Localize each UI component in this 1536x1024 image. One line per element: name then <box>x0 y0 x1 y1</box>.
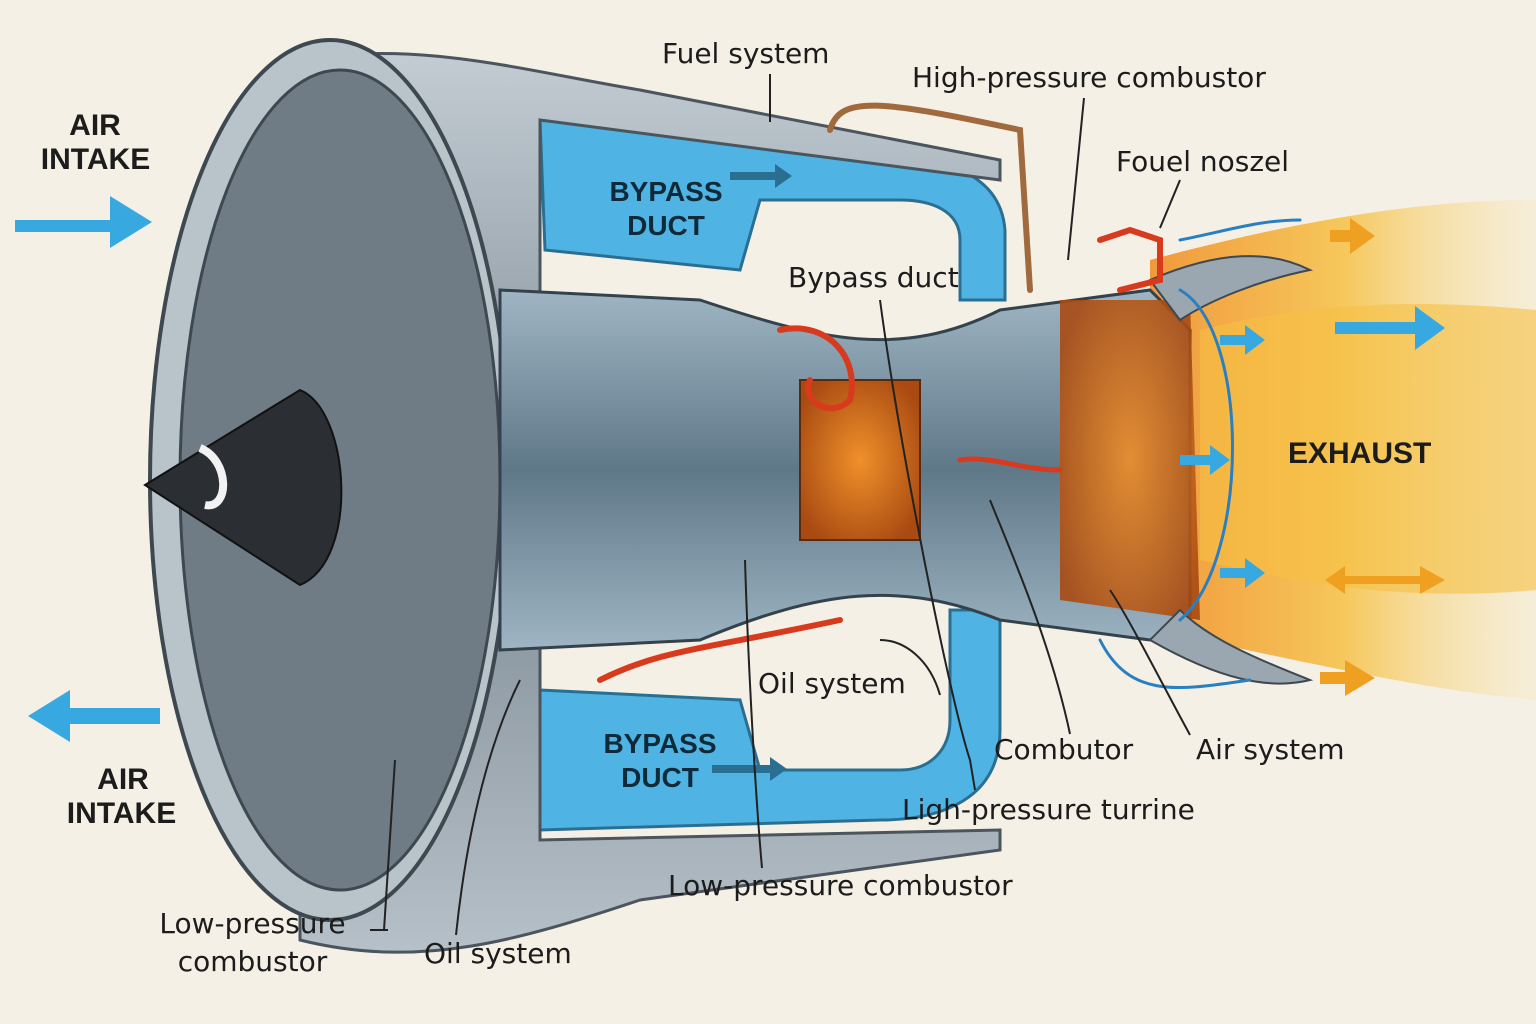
bypass-duct-top-label-1: BYPASS <box>609 176 723 207</box>
bypass-duct-top-label-2: DUCT <box>627 210 705 241</box>
fouel-noszel-label: Fouel noszel <box>1116 145 1290 178</box>
fuel-pipes <box>597 102 1302 690</box>
low-pressure-combustor-center-label: Low-pressure combustor <box>668 869 1013 902</box>
nozzle-lip-bottom <box>1148 608 1314 685</box>
air-intake-bottom-label-1: AIR <box>97 763 149 796</box>
oil-system-center-label: Oil system <box>758 667 906 700</box>
spinner-ring <box>198 444 228 510</box>
bypass-duct-bottom-label-1: BYPASS <box>603 728 717 759</box>
exhaust-arrows-blue <box>1180 306 1445 588</box>
spinner-cone <box>143 388 343 587</box>
outflow-arrow-left <box>28 690 160 742</box>
bypass-arrow-bottom <box>712 757 787 781</box>
air-system-label: Air system <box>1196 733 1345 766</box>
low-pressure-combustor-left-label-1: Low-pressure <box>159 907 346 940</box>
fuel-system-label: Fuel system <box>662 37 830 70</box>
bypass-duct-bottom <box>538 608 1002 832</box>
bypass-duct-center-label: Bypass duct <box>788 261 959 294</box>
turbine-hot-section <box>1060 300 1200 620</box>
air-intake-top-label-2: INTAKE <box>40 143 151 176</box>
air-intake-top-label-1: AIR <box>69 109 121 142</box>
ligh-pressure-turrine-label: Ligh-pressure turrine <box>902 793 1195 826</box>
intake-arrow-top <box>15 196 152 248</box>
exhaust-arrows-orange <box>1320 218 1445 696</box>
high-pressure-combustor-label: High-pressure combustor <box>912 61 1266 94</box>
combutor-label: Combutor <box>994 733 1134 766</box>
nozzle-lip-top <box>1148 255 1314 322</box>
air-intake-bottom-label-2: INTAKE <box>66 797 177 830</box>
bypass-arrow-top <box>730 164 792 188</box>
low-pressure-combustor-left-label-2: combustor <box>177 945 328 978</box>
bypass-duct-bottom-label-2: DUCT <box>621 762 699 793</box>
leader-lines <box>370 74 1191 936</box>
exhaust-label: EXHAUST <box>1288 437 1432 470</box>
oil-system-bottom-label: Oil system <box>424 937 572 970</box>
